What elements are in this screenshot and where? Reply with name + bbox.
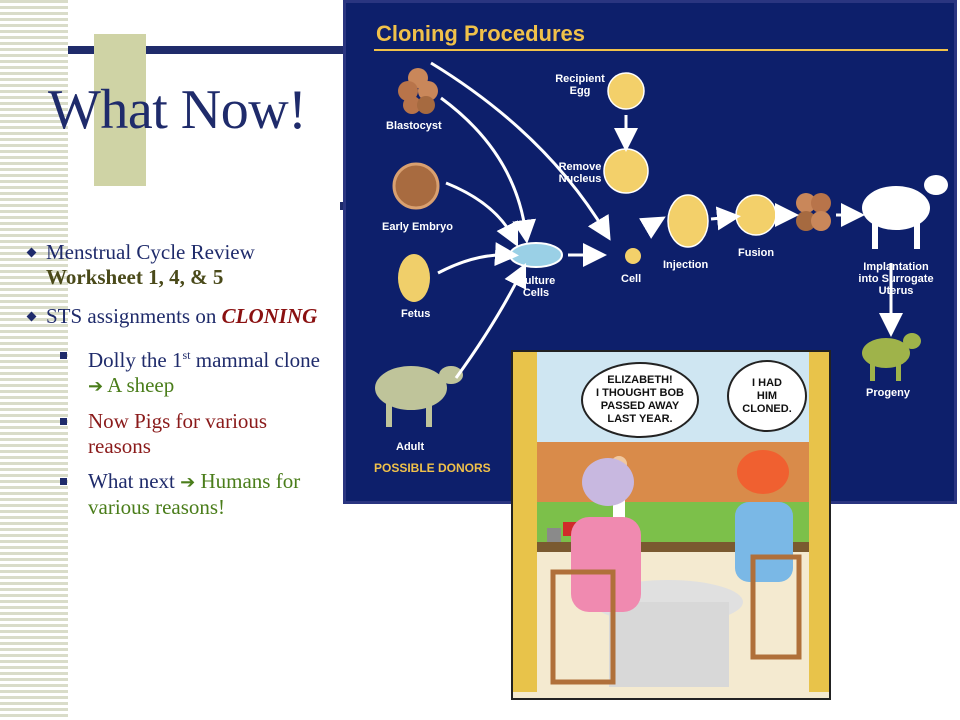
sub-bullet-text: Now Pigs for various reasons xyxy=(88,409,268,458)
diagram-title-rule xyxy=(374,49,948,51)
diagram-title: Cloning Procedures xyxy=(376,21,586,46)
label-injection: Injection xyxy=(663,259,709,271)
fusion-egg-icon xyxy=(735,194,777,236)
sub-bullet-pigs: Now Pigs for various reasons xyxy=(24,409,334,459)
label-recipient-egg: Recipient Egg xyxy=(555,73,605,97)
sub-bullet-text: mammal clone xyxy=(190,348,320,372)
woman-left xyxy=(571,517,641,612)
bullet-list: Menstrual Cycle Review Worksheet 1, 4, &… xyxy=(24,240,334,530)
speech-bubble-left: ELIZABETH! I THOUGHT BOB PASSED AWAY LAS… xyxy=(581,362,699,438)
sub-bullet-accent: Humans for various reasons! xyxy=(88,469,301,519)
bullet-accent: Worksheet 1, 4, & 5 xyxy=(46,265,224,289)
label-remove-nucleus: Remove Nucleus xyxy=(558,161,602,185)
label-possible-donors: POSSIBLE DONORS xyxy=(374,461,491,475)
culture-dish-icon xyxy=(509,242,563,268)
woman-right xyxy=(735,502,793,582)
curtain-right xyxy=(809,352,829,692)
surrogate-sheep-icon xyxy=(862,175,948,249)
cartoon-illustration xyxy=(513,352,829,698)
slide-title: What Now! xyxy=(48,79,307,141)
slide-side-stripes xyxy=(0,0,68,720)
early-embryo-icon xyxy=(392,162,440,210)
flow-arrows xyxy=(430,61,903,379)
sub-bullet-text: What next xyxy=(88,469,181,493)
injection-egg-icon xyxy=(667,194,709,248)
bullet-text: Menstrual Cycle Review xyxy=(46,240,255,264)
woman-right-hair xyxy=(737,450,789,494)
woman-left-hair xyxy=(582,458,634,506)
label-cell: Cell xyxy=(621,273,642,285)
recipient-egg-icon xyxy=(607,72,645,110)
diagram-illustration xyxy=(375,61,948,427)
chair-right xyxy=(750,554,802,660)
adult-sheep-icon xyxy=(375,366,463,427)
sub-bullet-accent: A sheep xyxy=(103,373,175,397)
enucleated-egg-icon xyxy=(603,148,649,194)
sub-bullet-text: Dolly the 1 xyxy=(88,348,183,372)
cell-icon xyxy=(625,248,641,264)
label-blastocyst: Blastocyst xyxy=(386,120,442,132)
label-implantation: Implantation into Surrogate Uterus xyxy=(858,261,934,297)
label-culture-cells: Culture Cells xyxy=(516,275,556,299)
curtain-left xyxy=(513,352,537,692)
title-accent-bar xyxy=(94,34,146,186)
label-progeny: Progeny xyxy=(866,387,911,399)
arrow-right-icon: ➔ xyxy=(180,472,196,492)
sub-bullet-humans: What next ➔ Humans for various reasons! xyxy=(24,469,334,520)
fetus-icon xyxy=(398,254,430,302)
embryo-cluster-icon xyxy=(796,193,831,231)
label-adult: Adult xyxy=(396,441,425,453)
title-accent-line xyxy=(68,46,358,54)
blastocyst-icon xyxy=(398,68,438,114)
speech-bubble-right: I HAD HIM CLONED. xyxy=(727,360,807,432)
bullet-menstrual-cycle: Menstrual Cycle Review Worksheet 1, 4, &… xyxy=(24,240,334,290)
sub-bullet-dolly: Dolly the 1st mammal clone ➔ A sheep xyxy=(24,343,334,399)
superscript: st xyxy=(182,348,191,362)
bullet-accent: CLONING xyxy=(221,304,318,328)
bullet-text: STS assignments on xyxy=(46,304,222,328)
arrow-right-icon: ➔ xyxy=(88,376,104,396)
chair-left xyxy=(550,569,616,685)
label-early-embryo: Early Embryo xyxy=(382,221,453,233)
label-fusion: Fusion xyxy=(738,247,775,259)
cloning-cartoon: ELIZABETH! I THOUGHT BOB PASSED AWAY LAS… xyxy=(511,350,831,700)
bullet-sts-cloning: STS assignments on CLONING xyxy=(24,304,334,329)
label-fetus: Fetus xyxy=(401,308,431,320)
progeny-sheep-icon xyxy=(862,333,921,381)
